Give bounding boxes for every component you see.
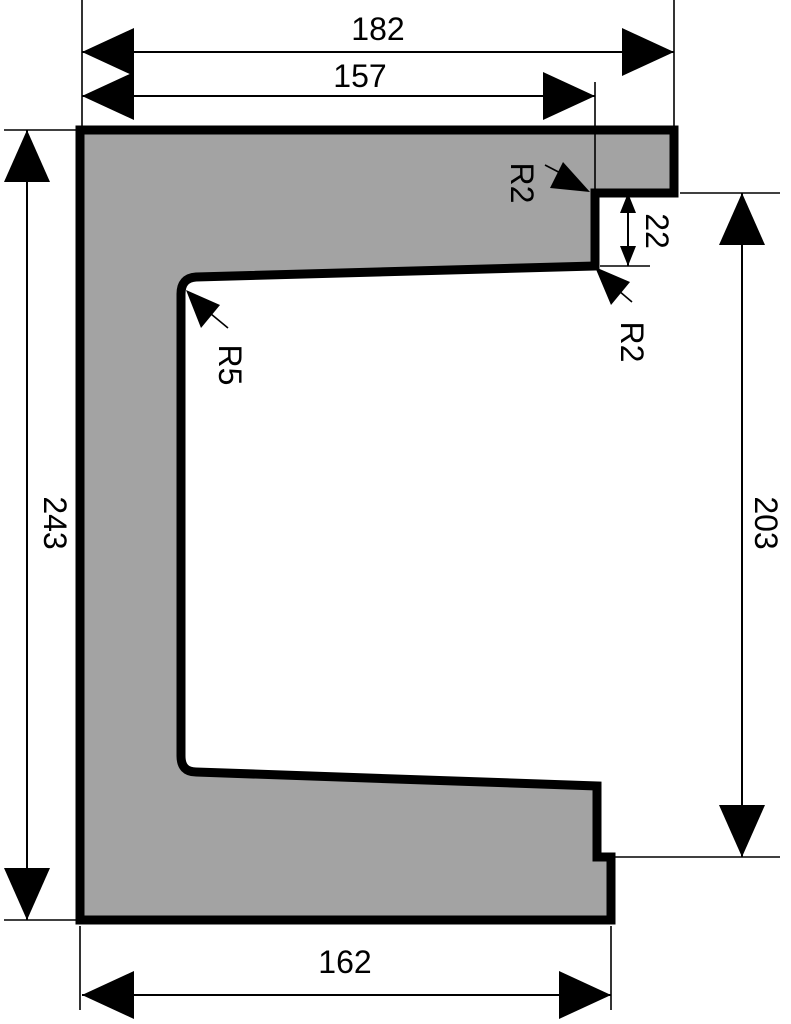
dimension-182: 182 bbox=[82, 11, 674, 76]
dimension-203: 203 bbox=[719, 193, 784, 857]
radius-callout-lip-top: R2 bbox=[504, 162, 590, 203]
radius-label-lip-top: R2 bbox=[504, 163, 540, 204]
dimension-arrowhead bbox=[559, 971, 611, 1019]
dimension-label-243: 243 bbox=[37, 496, 73, 549]
radius-arrowhead bbox=[595, 267, 630, 305]
dimension-arrowhead bbox=[620, 246, 636, 266]
dimension-arrowhead bbox=[82, 28, 134, 76]
dimension-arrowhead bbox=[622, 28, 674, 76]
radius-callout-inner-corner: R5 bbox=[186, 290, 248, 385]
radius-callout-lip-bottom: R2 bbox=[595, 267, 650, 362]
dimension-arrowhead bbox=[4, 130, 50, 182]
radius-label-lip-bottom: R2 bbox=[614, 322, 650, 363]
dimension-162: 162 bbox=[82, 944, 611, 1019]
dimension-arrowhead bbox=[719, 193, 765, 245]
radius-arrowhead bbox=[550, 162, 590, 192]
dimension-arrowhead bbox=[620, 193, 636, 213]
dimension-arrowhead bbox=[719, 805, 765, 857]
dimension-arrowhead bbox=[543, 72, 595, 120]
dimension-label-22: 22 bbox=[639, 213, 675, 249]
dimension-arrowhead bbox=[82, 72, 134, 120]
dimension-arrowhead bbox=[82, 971, 134, 1019]
radius-arrowhead bbox=[186, 290, 220, 328]
dimension-22: 22 bbox=[620, 193, 675, 266]
dimension-label-203: 203 bbox=[748, 496, 784, 549]
dimension-157: 157 bbox=[82, 58, 595, 120]
dimension-label-157: 157 bbox=[333, 58, 386, 94]
dimension-arrowhead bbox=[4, 868, 50, 920]
dimension-label-182: 182 bbox=[351, 11, 404, 47]
radius-label-inner-corner: R5 bbox=[212, 345, 248, 386]
dimension-243: 243 bbox=[4, 130, 73, 920]
channel-profile bbox=[75, 125, 679, 925]
dimension-label-162: 162 bbox=[318, 944, 371, 980]
